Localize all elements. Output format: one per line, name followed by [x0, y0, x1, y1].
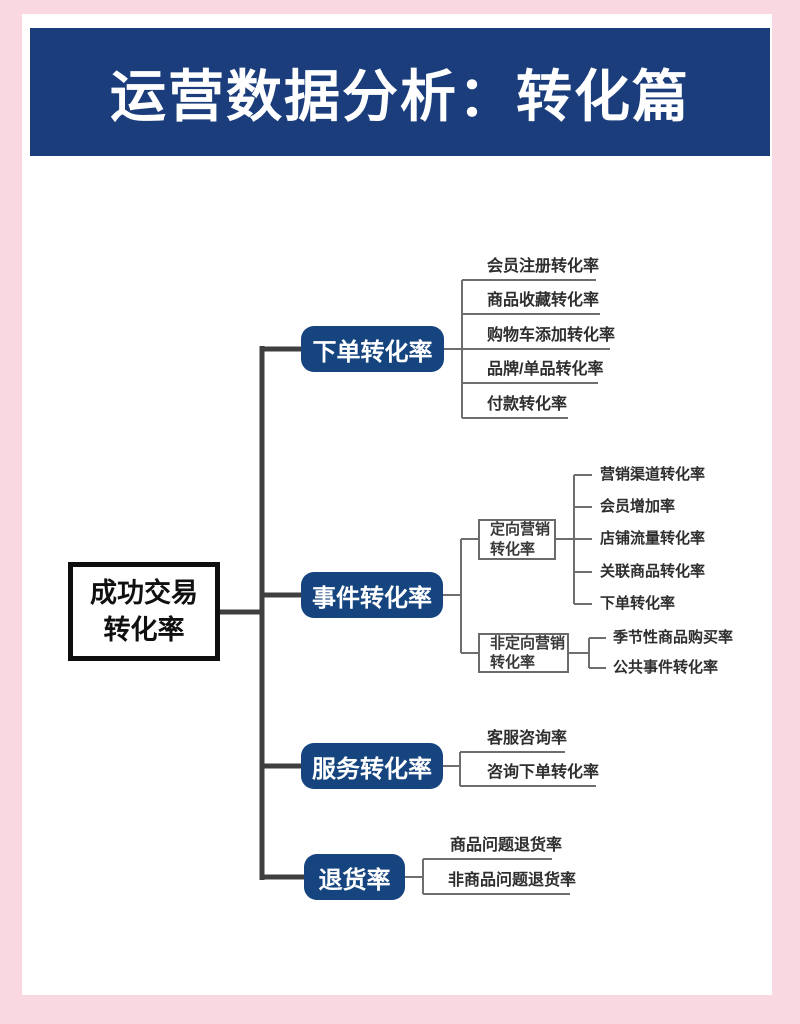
leaf-label: 店铺流量转化率	[600, 530, 706, 547]
leaf-label: 会员注册转化率	[487, 258, 600, 275]
subgroup-label-line1: 定向营销	[490, 521, 551, 538]
leaf-label: 付款转化率	[487, 396, 568, 413]
leaf-label: 营销渠道转化率	[600, 466, 706, 483]
branch-node-service-conversion: 服务转化率	[301, 743, 443, 789]
leaf-label: 会员增加率	[600, 498, 676, 515]
leaf-label: 咨询下单转化率	[487, 764, 600, 781]
branch-node-order-conversion: 下单转化率	[301, 326, 444, 372]
content-panel	[22, 14, 772, 995]
subgroup-node-targeted-marketing: 定向营销 转化率	[478, 519, 556, 560]
branch-label: 退货率	[318, 866, 391, 894]
branch-label: 事件转化率	[312, 584, 432, 612]
leaf-label: 下单转化率	[600, 595, 676, 612]
branch-label: 下单转化率	[312, 338, 433, 366]
leaf-label: 商品收藏转化率	[487, 292, 600, 309]
leaf-label: 品牌/单品转化率	[487, 361, 604, 378]
subgroup-node-untargeted-marketing: 非定向营销 转化率	[478, 633, 569, 673]
leaf-label: 公共事件转化率	[613, 659, 719, 676]
root-label-line1: 成功交易	[90, 578, 198, 609]
leaf-label: 客服咨询率	[487, 730, 568, 747]
root-label-line2: 转化率	[103, 614, 185, 645]
branch-node-return-rate: 退货率	[304, 854, 405, 900]
branch-node-event-conversion: 事件转化率	[301, 572, 443, 618]
leaf-label: 季节性商品购买率	[613, 629, 734, 646]
subgroup-label-line2: 转化率	[490, 540, 536, 558]
title-banner: 运营数据分析：转化篇	[30, 28, 770, 156]
leaf-label: 关联商品转化率	[600, 563, 706, 580]
page-title: 运营数据分析：转化篇	[110, 64, 690, 128]
leaf-label: 购物车添加转化率	[487, 327, 616, 344]
root-node: 成功交易 转化率	[68, 562, 220, 661]
leaf-label: 非商品问题退货率	[448, 872, 577, 889]
subgroup-label-line2: 转化率	[490, 654, 536, 671]
leaf-label: 商品问题退货率	[450, 837, 563, 854]
branch-label: 服务转化率	[312, 755, 432, 783]
subgroup-label-line1: 非定向营销	[490, 634, 566, 652]
